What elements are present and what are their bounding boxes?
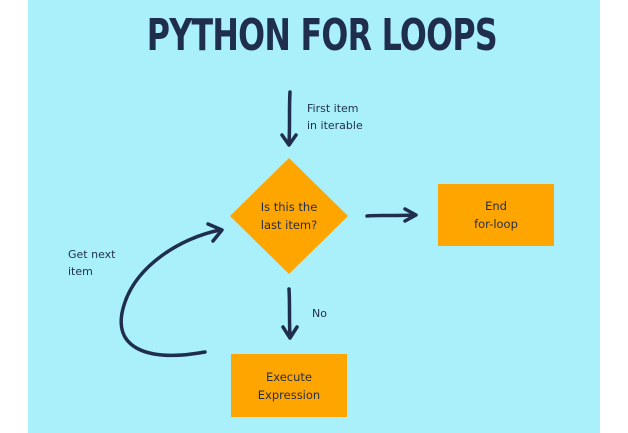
arrow-no [287,287,292,338]
first-item-line1: First item [307,102,359,115]
decision-diamond [230,158,348,274]
execute-expression-box: Execute Expression [231,354,347,417]
end-loop-line1: End [485,199,507,213]
first-item-line2: in iterable [307,119,363,132]
get-next-line1: Get next [68,248,116,261]
execute-line1: Execute [266,369,312,384]
decision-label-line2: last item? [260,218,318,232]
end-loop-line2: for-loop [474,217,518,231]
arrow-loop-back [119,228,222,358]
first-item-label: First item in iterable [307,100,363,134]
get-next-item-label: Get next item [68,246,115,280]
end-loop-box: End for-loop [438,184,554,246]
get-next-line2: item [68,265,93,278]
arrowhead-loop-back [206,222,224,243]
arrowhead-first-item [280,133,298,147]
arrow-to-end [365,213,416,218]
decision-label-line1: Is this the [260,200,318,214]
arrow-first-item [287,90,292,145]
diagram-title: PYTHON FOR LOOPS [146,10,498,61]
arrowhead-to-end [403,207,418,223]
decision-label: Is this the last item? [243,196,335,236]
execute-line2: Expression [257,387,321,402]
arrowhead-no [281,325,299,340]
no-label: No [312,307,327,320]
